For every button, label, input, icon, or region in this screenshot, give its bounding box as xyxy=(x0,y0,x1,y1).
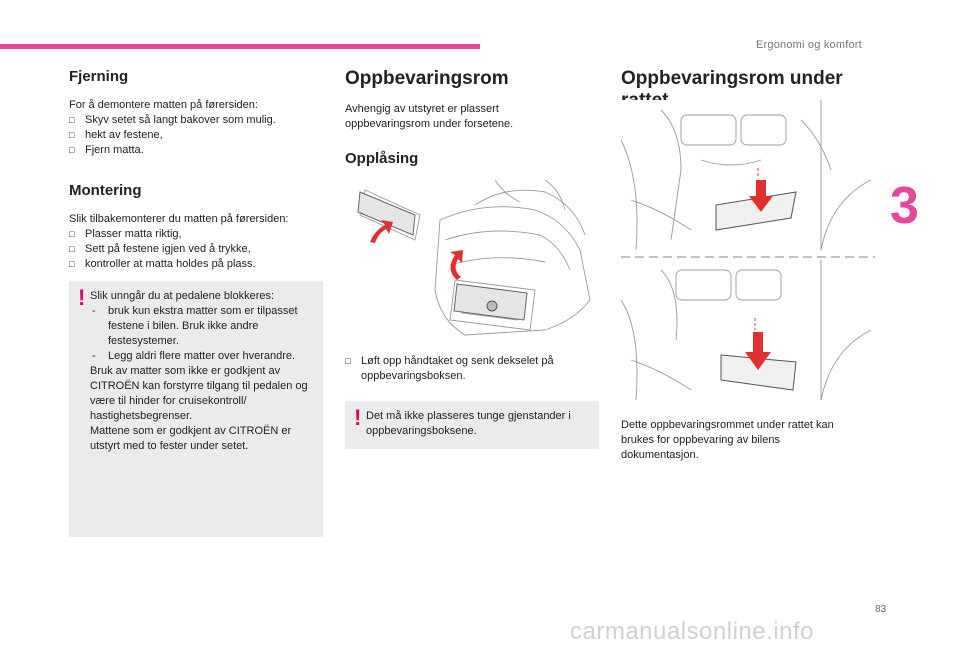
checkbox-bullet-icon: □ xyxy=(345,356,351,366)
list-item: -bruk kun ekstra matter som er tilpasset… xyxy=(92,305,298,347)
list-item: □Sett på festene igjen ved å trykke, xyxy=(69,243,251,255)
warning-text: Det må ikke plasseres tunge gjenstander … xyxy=(366,410,571,437)
checkbox-bullet-icon: □ xyxy=(69,259,75,269)
seat-storage-illustration xyxy=(345,180,599,345)
list-item: □hekt av festene, xyxy=(69,129,163,141)
list-item: □Skyv setet så langt bakover som mulig. xyxy=(69,114,276,126)
warning-intro: Slik unngår du at pedalene blokkeres: xyxy=(90,290,275,302)
heading-opplasing: Opplåsing xyxy=(345,150,419,167)
steering-storage-caption: Dette oppbevaringsrommet under rattet ka… xyxy=(621,419,834,461)
warning-box-storage: ! Det må ikke plasseres tunge gjenstande… xyxy=(345,401,599,449)
steering-storage-drawing xyxy=(621,100,875,401)
warning-text: Bruk av matter som ikke er godkjent av C… xyxy=(90,365,308,422)
steering-storage-illustration xyxy=(621,100,875,413)
exclamation-warning-icon: ! xyxy=(354,405,362,430)
checkbox-bullet-icon: □ xyxy=(69,229,75,239)
heading-montering: Montering xyxy=(69,182,142,199)
section-title: Ergonomi og komfort xyxy=(756,39,862,51)
column-left: Fjerning For å demontere matten på fører… xyxy=(69,68,323,272)
column-middle: Oppbevaringsrom Avhengig av utstyret er … xyxy=(345,68,599,167)
list-item: □kontroller at matta holdes på plass. xyxy=(69,258,256,270)
checkbox-bullet-icon: □ xyxy=(69,145,75,155)
heading-oppbevaringsrom: Oppbevaringsrom xyxy=(345,68,509,89)
fjerning-intro: For å demontere matten på førersiden: xyxy=(69,99,258,111)
oppbevaringsrom-intro: Avhengig av utstyret er plassert oppbeva… xyxy=(345,103,514,130)
page-number: 83 xyxy=(875,604,887,615)
watermark: carmanualsonline.info xyxy=(570,618,814,645)
warning-text: Mattene som er godkjent av CITROËN er ut… xyxy=(90,425,292,452)
checkbox-bullet-icon: □ xyxy=(69,130,75,140)
seat-storage-drawing xyxy=(357,180,591,336)
chapter-number: 3 xyxy=(890,177,919,235)
montering-intro: Slik tilbakemonterer du matten på førers… xyxy=(69,213,289,225)
list-item: □Løft opp håndtaket og senk dekselet på … xyxy=(345,355,554,382)
heading-fjerning: Fjerning xyxy=(69,68,129,85)
list-item: □Plasser matta riktig, xyxy=(69,228,182,240)
list-item: □Fjern matta. xyxy=(69,144,144,156)
checkbox-bullet-icon: □ xyxy=(69,115,75,125)
warning-box-mats: ! Slik unngår du at pedalene blokkeres: … xyxy=(69,281,323,537)
accent-bar xyxy=(0,44,480,49)
checkbox-bullet-icon: □ xyxy=(69,244,75,254)
list-item: -Legg aldri flere matter over hverandre. xyxy=(92,350,296,362)
exclamation-warning-icon: ! xyxy=(78,285,86,310)
